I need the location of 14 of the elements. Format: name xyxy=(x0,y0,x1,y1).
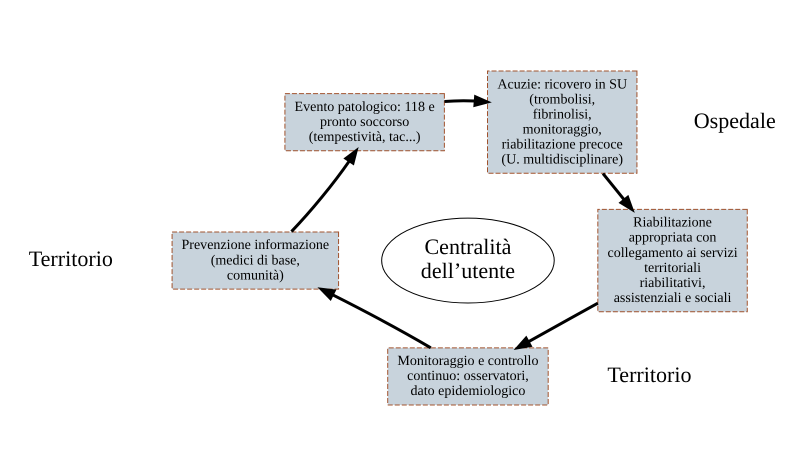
node-box: Monitoraggio e controllo continuo: osservatori, dato epidemiologico xyxy=(387,347,549,406)
arrow xyxy=(290,146,359,233)
label: Ospedale xyxy=(694,108,776,133)
arrow xyxy=(602,172,635,213)
node-box: Evento patologico: 118 e pronto soccorso (tempestività, tac...) xyxy=(284,93,445,152)
node-box: Riabilitazione appropriata con collegamento ai servizi territoriali riabilitativi, assistenziali e sociali xyxy=(597,208,748,312)
arrow xyxy=(444,94,492,108)
label: Territorio xyxy=(607,362,692,388)
node-ellipse: Centralità dell’utente xyxy=(381,218,555,304)
node-box: Prevenzione informazione (medici di base, comunità) xyxy=(172,231,340,290)
label: Territorio xyxy=(28,246,113,272)
arrow xyxy=(317,287,432,350)
arrow xyxy=(514,302,599,350)
node-box: Acuzie: ricovero in SU (trombolisi, fibrinolisi, monitoraggio, riabilitazione precoce (U. multidisciplinare) xyxy=(487,70,638,174)
